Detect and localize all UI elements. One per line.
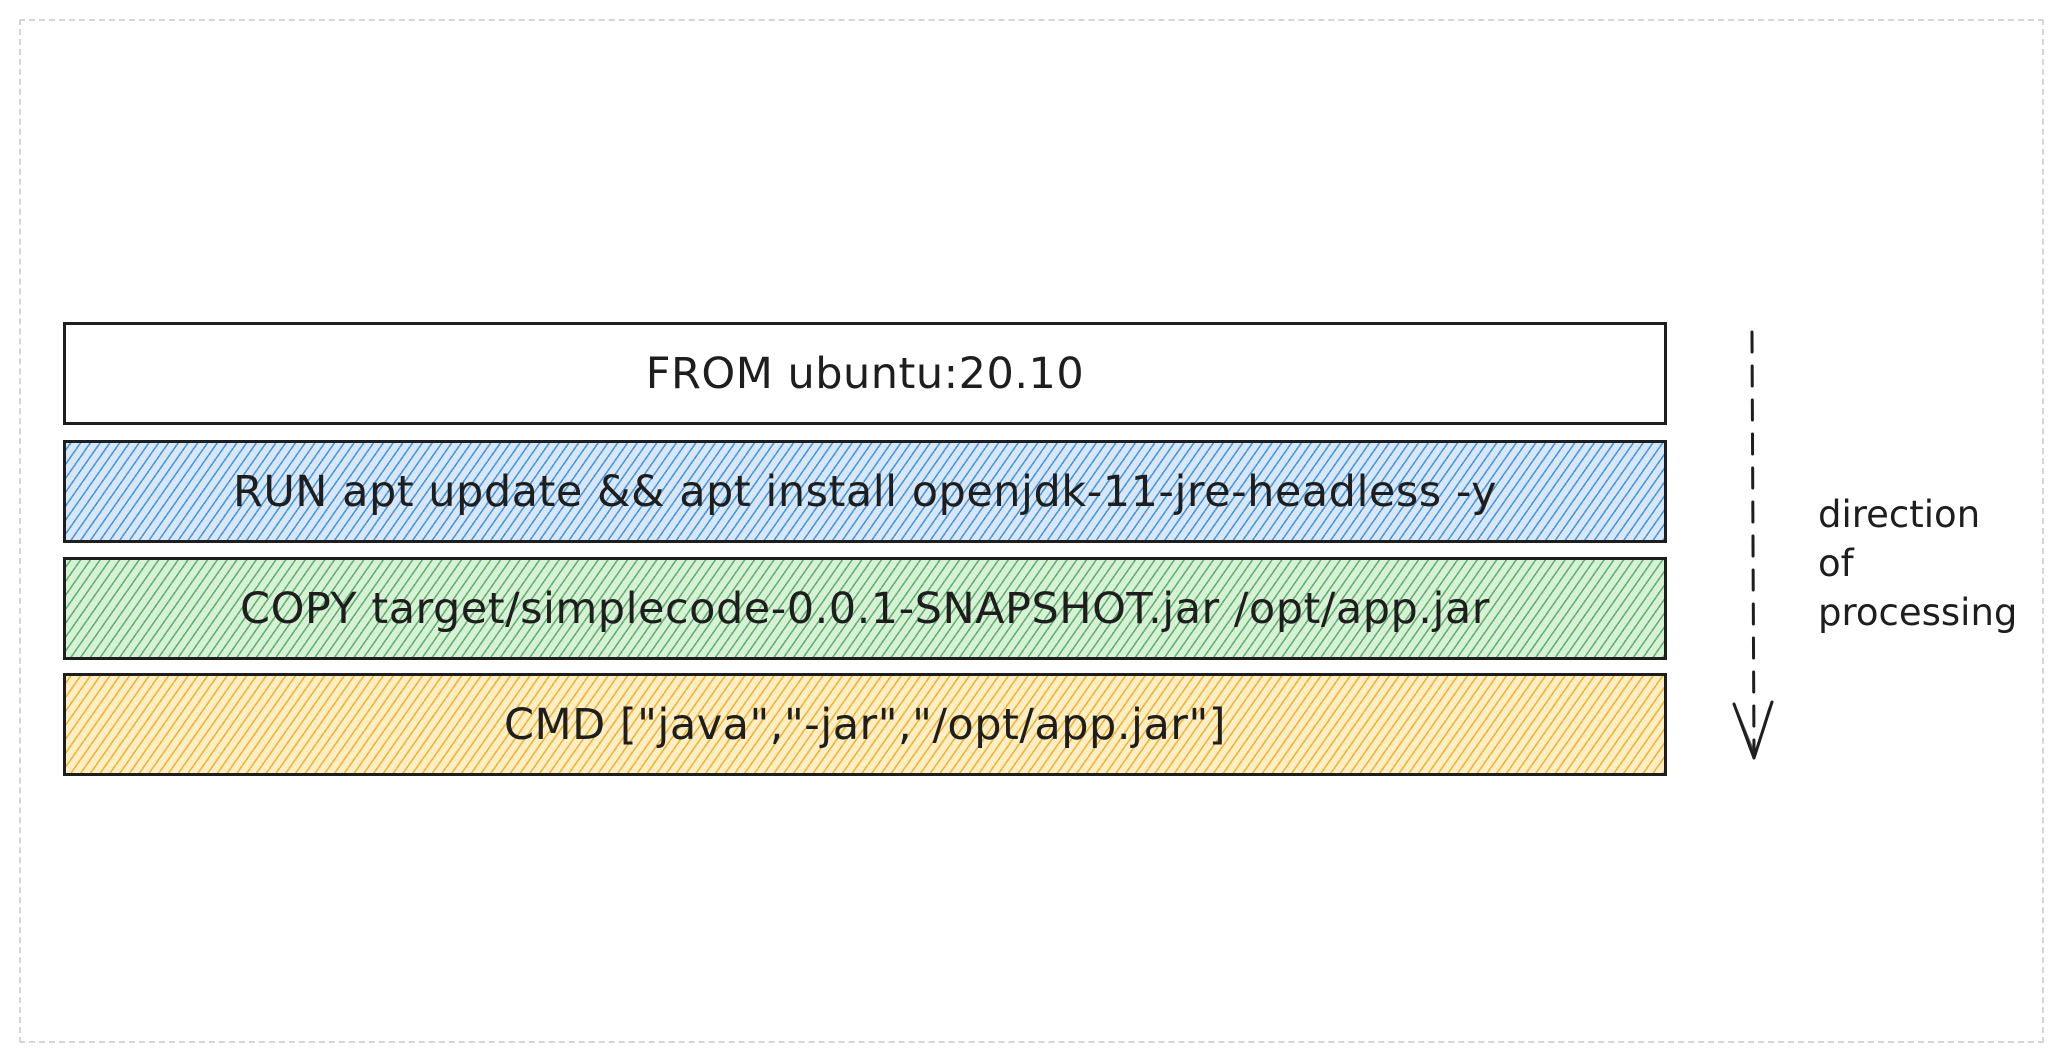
layer-cmd: CMD ["java","-jar","/opt/app.jar"]: [63, 673, 1667, 776]
arrow-shaft: [1750, 330, 1756, 754]
processing-direction-label: direction of processing: [1818, 490, 2017, 637]
layer-copy: COPY target/simplecode-0.0.1-SNAPSHOT.ja…: [63, 557, 1667, 660]
layer-from: FROM ubuntu:20.10: [63, 322, 1667, 425]
layer-copy-text: COPY target/simplecode-0.0.1-SNAPSHOT.ja…: [240, 583, 1490, 634]
label-line-3: processing: [1818, 591, 2018, 634]
arrow-head-icon: [1732, 700, 1774, 760]
layer-run: RUN apt update && apt install openjdk-11…: [63, 440, 1667, 543]
label-line-1: direction: [1818, 493, 1981, 536]
layer-run-text: RUN apt update && apt install openjdk-11…: [232, 466, 1498, 517]
canvas-frame: [19, 19, 2044, 1043]
processing-direction-arrow: [1732, 330, 1774, 760]
layer-cmd-text: CMD ["java","-jar","/opt/app.jar"]: [503, 699, 1227, 750]
label-line-2: of: [1818, 542, 1854, 585]
layer-from-text: FROM ubuntu:20.10: [645, 348, 1085, 399]
